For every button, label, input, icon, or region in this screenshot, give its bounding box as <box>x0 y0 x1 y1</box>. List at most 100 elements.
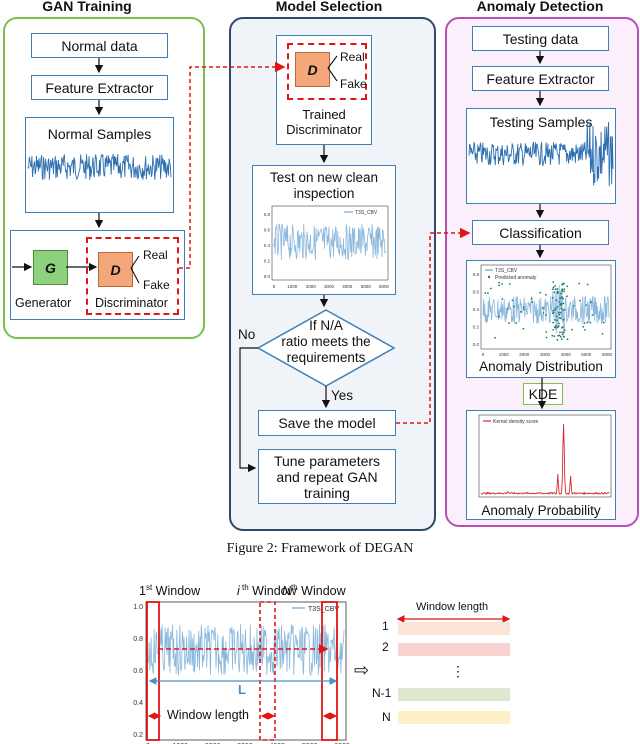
row-label-2: 2 <box>382 640 389 654</box>
real-label-1: Real <box>143 248 168 262</box>
anomaly-point <box>523 308 525 311</box>
anomaly-point <box>579 299 581 302</box>
first-window-base: 1 <box>139 584 146 599</box>
anomaly-point <box>522 327 525 330</box>
anomaly-point <box>586 321 589 324</box>
anomaly-point <box>509 283 511 285</box>
anomaly-point <box>487 292 489 295</box>
dist-x-tick-3: 3000 <box>540 352 551 357</box>
anomaly-point <box>562 282 564 285</box>
dist-legend-2: Predicted anomaly <box>495 275 537 281</box>
anomaly-point <box>522 306 525 309</box>
save-model-label: Save the model <box>278 415 376 431</box>
anomaly-point <box>561 290 564 293</box>
window-row-n-1 <box>398 688 510 701</box>
anomaly-point <box>560 292 562 295</box>
discriminator-label: Discriminator <box>95 296 168 310</box>
anomaly-point <box>552 321 555 324</box>
anomaly-point <box>552 281 555 283</box>
generator-block: G <box>33 250 68 285</box>
anomaly-point <box>513 305 515 308</box>
anomaly-point <box>551 334 554 337</box>
dist-x-tick-0: 0 <box>482 352 485 357</box>
anomaly-point <box>591 314 594 316</box>
mini-x-tick-6: 6000 <box>379 284 390 289</box>
anomaly-point <box>562 309 565 311</box>
test-clean-line2: inspection <box>293 186 355 201</box>
window-row-2 <box>398 643 510 656</box>
anomaly-point <box>556 319 558 322</box>
anomaly-point <box>566 295 568 298</box>
anomaly-point <box>497 315 500 318</box>
figure2-caption: Figure 2: Framework of DEGAN <box>226 541 414 556</box>
anomaly-point <box>530 297 533 300</box>
anomaly-point <box>551 296 554 299</box>
right-length-arrow <box>396 615 511 623</box>
dist-x-tick-4: 4000 <box>561 352 572 357</box>
anomaly-point <box>585 304 588 306</box>
anomaly-point <box>556 305 559 308</box>
win-y-tick-3: 0.4 <box>133 700 143 707</box>
win-y-tick-0: 1.0 <box>133 604 143 611</box>
real-label-2: Real <box>340 50 365 64</box>
decision-line3: requirements <box>286 350 366 365</box>
feature-extractor-box-1: Feature Extractor <box>31 75 168 100</box>
anomaly-point <box>511 299 514 302</box>
anomaly-point <box>553 291 556 294</box>
dist-y-tick-0: 0.8 <box>473 272 480 277</box>
anomaly-point <box>557 312 560 314</box>
trained-discriminator-line1: Trained <box>302 107 346 122</box>
no-label: No <box>238 327 256 342</box>
test-clean-line1: Test on new clean <box>269 170 379 185</box>
anomaly-point <box>545 294 547 296</box>
anomaly-point <box>556 339 559 341</box>
anomaly-point <box>553 308 556 311</box>
anomaly-point <box>561 326 563 329</box>
dist-x-tick-1: 1000 <box>499 352 510 357</box>
dist-x-tick-2: 2000 <box>519 352 530 357</box>
anomaly-point <box>554 307 557 310</box>
generator-letter: G <box>45 259 56 276</box>
nth-window-label: Nth Window <box>282 583 346 598</box>
anomaly-point <box>531 301 534 304</box>
length-l-label: L <box>238 682 246 697</box>
anomaly-point <box>560 338 563 340</box>
anomaly-point <box>542 312 545 314</box>
tune-params-box: Tune parameters and repeat GAN training <box>258 449 396 504</box>
window-row-1 <box>398 622 510 635</box>
anomaly-point <box>501 298 504 300</box>
anomaly-probability-plot: Kernel density score <box>478 414 612 498</box>
anomaly-point <box>494 336 496 339</box>
anomaly-point <box>584 329 586 331</box>
anomaly-point <box>578 282 581 285</box>
tune-line3: training <box>304 484 350 501</box>
anomaly-point <box>498 284 501 287</box>
anomaly-point <box>601 333 604 335</box>
fake-label-2: Fake <box>340 77 367 91</box>
feature-extractor-box-2: Feature Extractor <box>472 66 609 91</box>
dist-y-tick-2: 0.4 <box>473 307 480 312</box>
anomaly-point <box>558 301 561 303</box>
anomaly-point <box>602 321 605 324</box>
dist-legend-1: T3S_CBV <box>495 268 518 274</box>
anomaly-point <box>563 335 565 338</box>
anomaly-point <box>490 287 492 290</box>
anomaly-point <box>566 338 569 341</box>
anomaly-point <box>561 296 563 299</box>
mini-x-tick-0: 0 <box>273 284 276 289</box>
anomaly-point <box>552 329 555 331</box>
anomaly-point <box>545 336 548 339</box>
anomaly-point <box>561 333 564 336</box>
anomaly-point <box>545 314 547 316</box>
anomaly-point <box>583 322 586 324</box>
transform-arrow: ⇨ <box>354 660 370 680</box>
anomaly-point <box>557 291 559 294</box>
ith-window-rest: Window <box>248 584 297 599</box>
anomaly-point <box>553 319 556 321</box>
anomaly-point <box>552 309 554 312</box>
tune-line2: and repeat GAN <box>276 468 378 485</box>
ith-window-label: i th Window <box>237 583 297 598</box>
anomaly-point <box>520 311 522 313</box>
anomaly-point <box>561 331 563 334</box>
nth-window-rest: Window <box>297 584 346 599</box>
